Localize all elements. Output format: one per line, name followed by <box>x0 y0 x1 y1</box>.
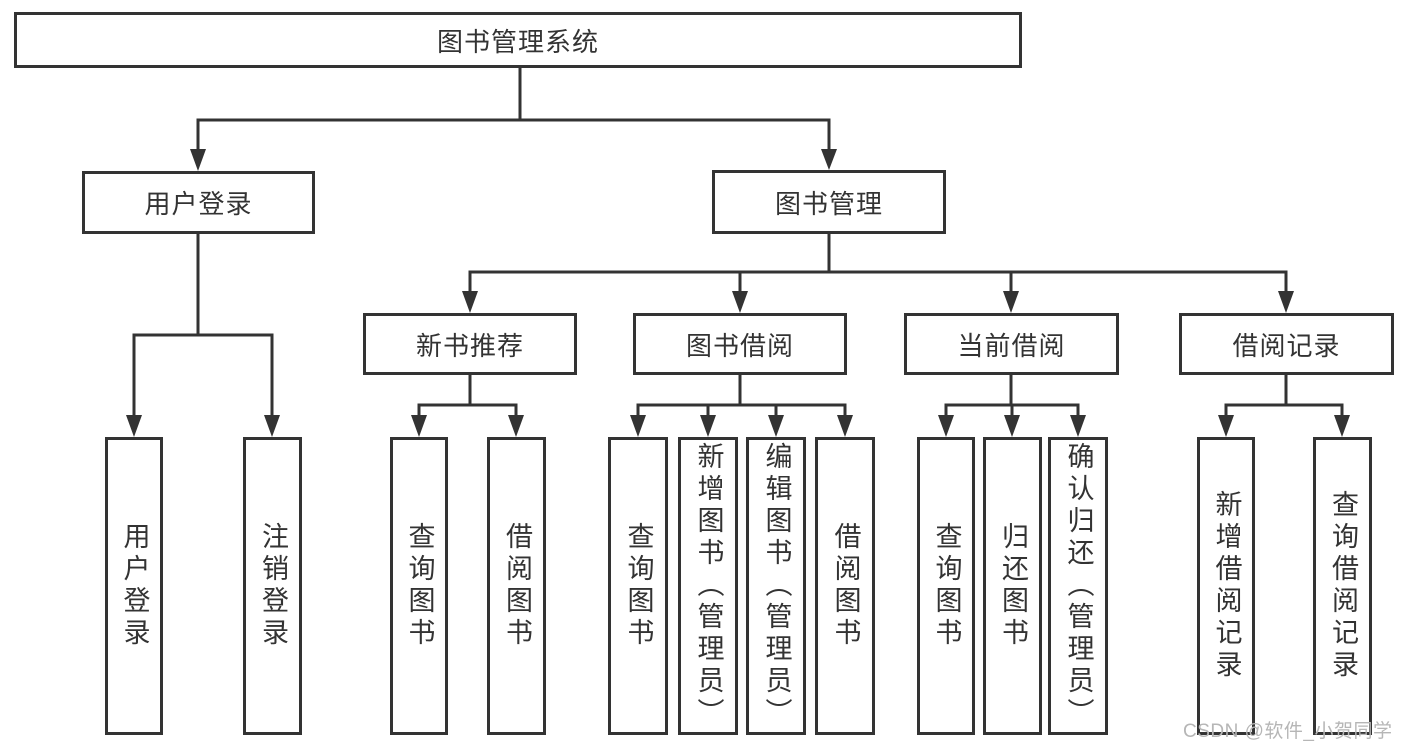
node-label: 注销登录 <box>258 522 288 650</box>
node-return-books: 归还图书 <box>983 437 1042 735</box>
node-label: 新增图书（管理员） <box>693 442 724 730</box>
node-label: 借阅图书 <box>830 522 861 650</box>
node-borrow-books-2: 借阅图书 <box>815 437 875 735</box>
node-query-books-2: 查询图书 <box>608 437 668 735</box>
node-label: 图书管理系统 <box>436 26 599 57</box>
arrowheads <box>126 149 1350 437</box>
node-add-books-admin: 新增图书（管理员） <box>678 437 738 735</box>
node-current-borrowing: 当前借阅 <box>904 313 1119 375</box>
node-user-login: 用户登录 <box>82 171 315 234</box>
node-label: 查询借阅记录 <box>1328 490 1358 682</box>
node-confirm-return-admin: 确认归还（管理员） <box>1048 437 1108 735</box>
node-query-books-3: 查询图书 <box>917 437 975 735</box>
node-borrow-books-1: 借阅图书 <box>487 437 546 735</box>
node-user-login-leaf: 用户登录 <box>105 437 163 735</box>
node-add-borrow-record: 新增借阅记录 <box>1197 437 1255 735</box>
node-label: 查询图书 <box>404 522 435 650</box>
node-label: 新增借阅记录 <box>1211 490 1242 682</box>
node-label: 确认归还（管理员） <box>1063 442 1094 730</box>
node-label: 查询图书 <box>623 522 654 650</box>
node-book-management: 图书管理 <box>712 170 946 234</box>
node-logout: 注销登录 <box>243 437 302 735</box>
node-library-management-system: 图书管理系统 <box>14 12 1022 68</box>
node-query-borrow-record: 查询借阅记录 <box>1313 437 1372 735</box>
watermark: CSDN @软件_小贺同学 <box>1183 721 1393 742</box>
node-label: 图书借阅 <box>685 330 794 361</box>
node-label: 当前借阅 <box>957 330 1066 361</box>
node-borrowing-records: 借阅记录 <box>1179 313 1394 375</box>
node-label: 借阅图书 <box>502 522 532 650</box>
node-label: 图书管理 <box>774 188 883 219</box>
node-label: 查询图书 <box>931 522 962 650</box>
node-label: 用户登录 <box>144 189 253 219</box>
node-label: 借阅记录 <box>1232 330 1341 361</box>
node-query-books-1: 查询图书 <box>390 437 448 735</box>
node-label: 新书推荐 <box>415 330 524 361</box>
node-label: 编辑图书（管理员） <box>761 442 792 730</box>
node-edit-books-admin: 编辑图书（管理员） <box>746 437 806 735</box>
connector-lines <box>132 66 1344 420</box>
node-label: 用户登录 <box>119 522 150 650</box>
node-new-book-recommend: 新书推荐 <box>363 313 577 375</box>
node-book-borrowing: 图书借阅 <box>633 313 847 375</box>
node-label: 归还图书 <box>998 522 1028 650</box>
